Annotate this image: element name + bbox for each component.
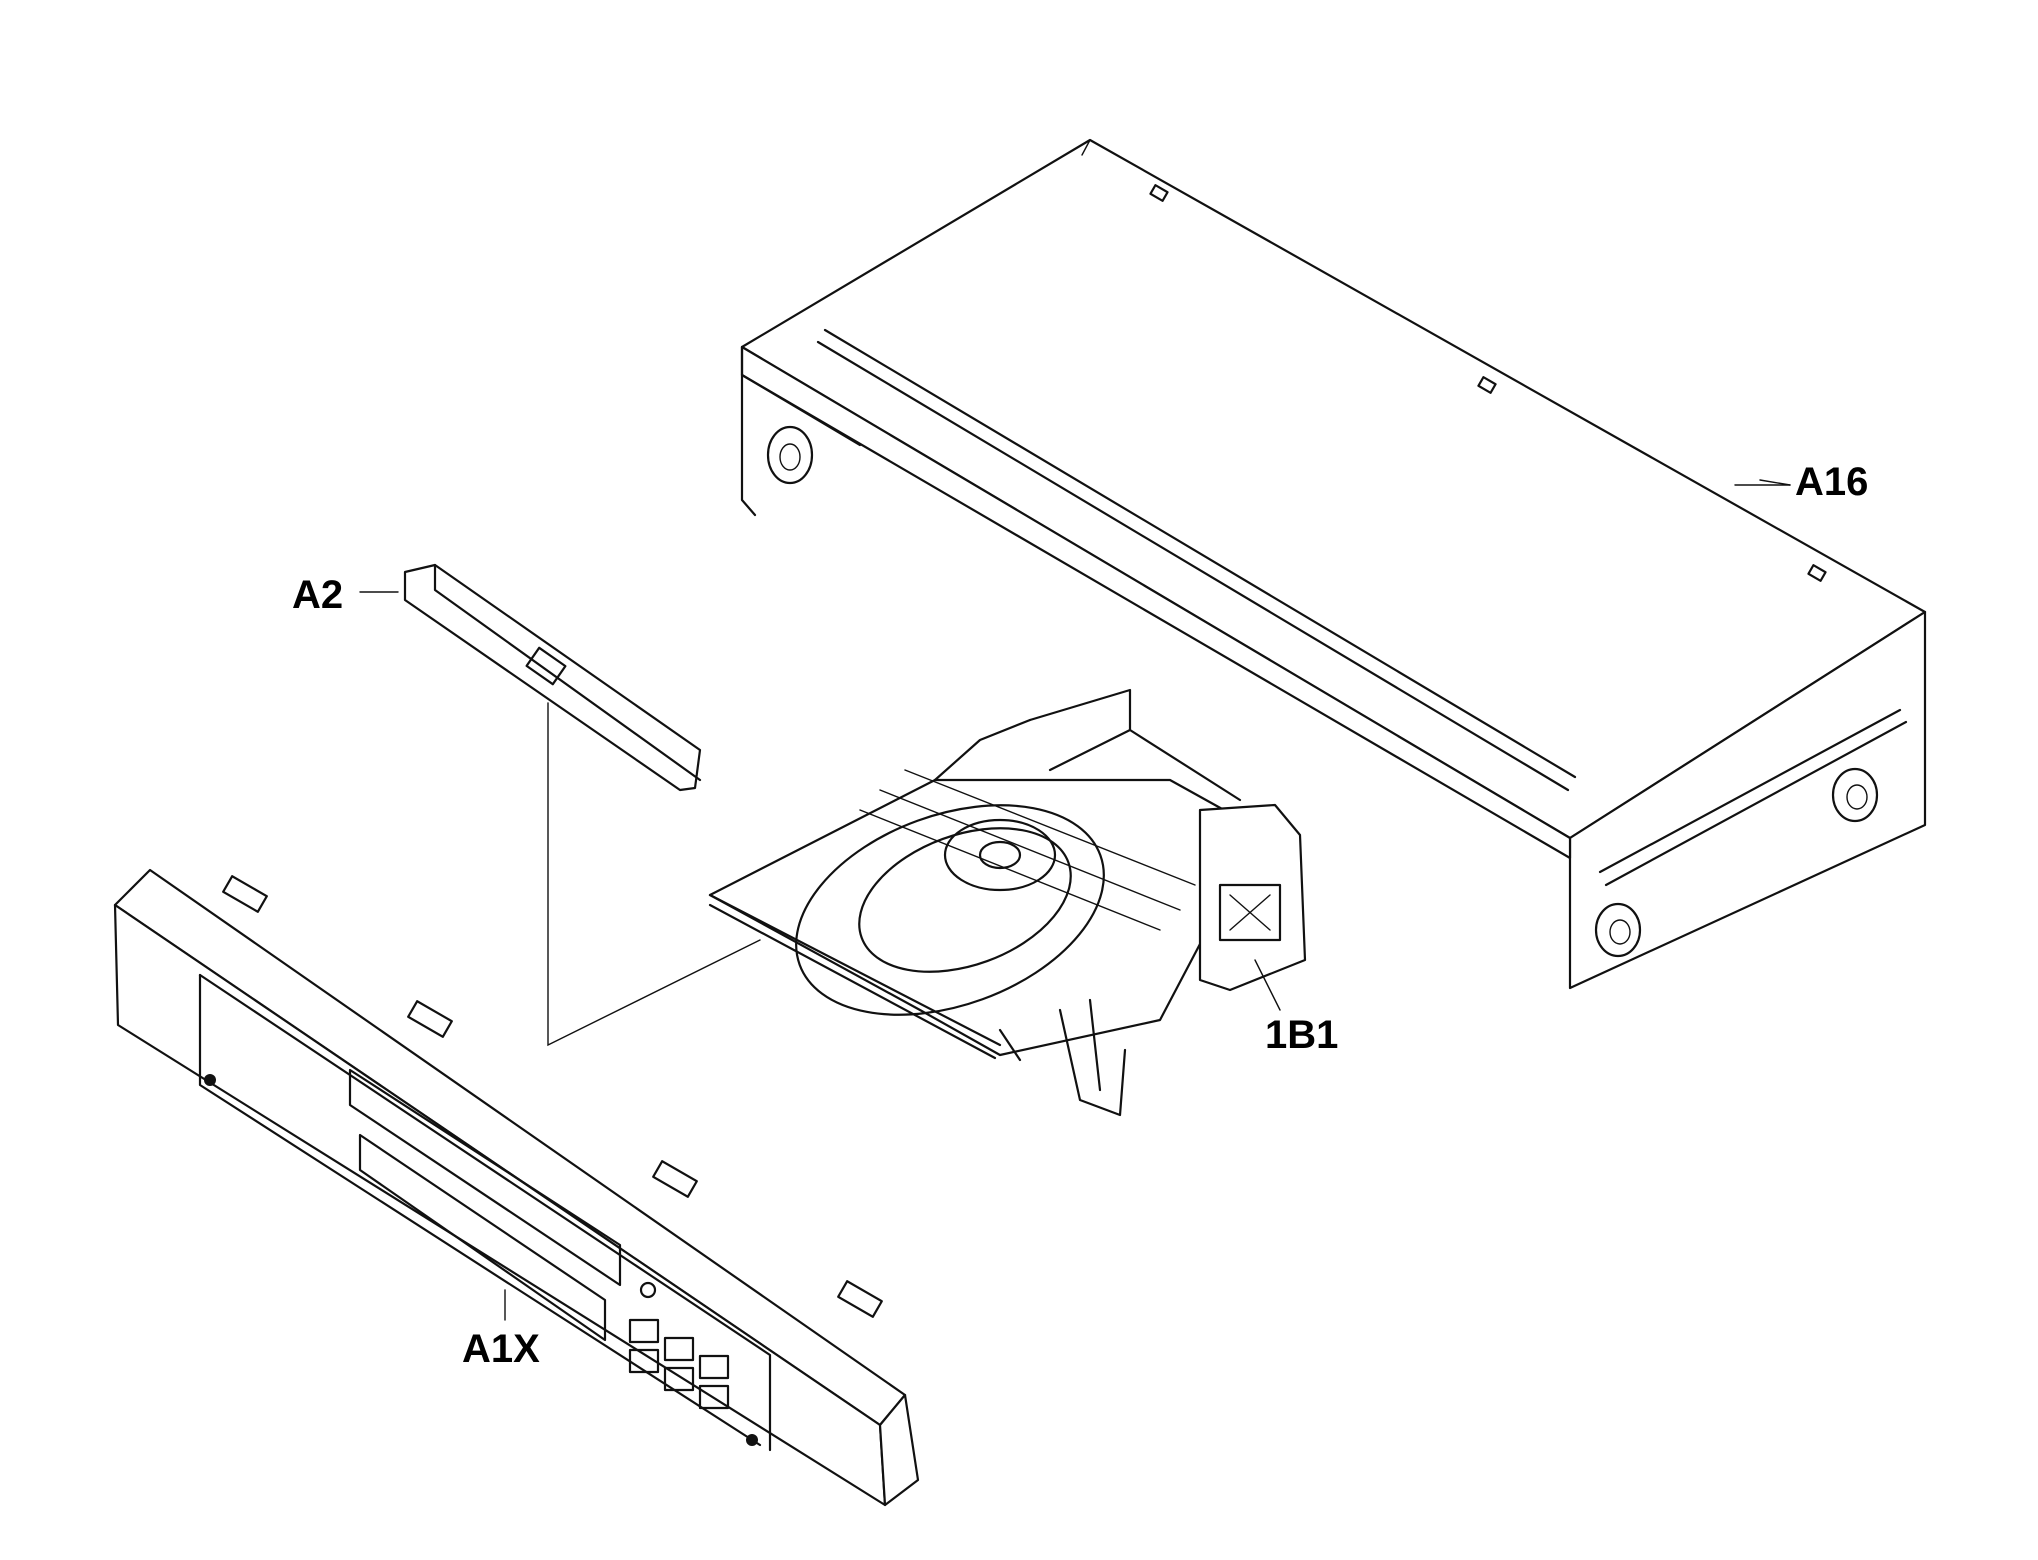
disc-mechanism [708,688,1307,1117]
front-panel [113,868,920,1507]
label-1b1: 1B1 [1265,1013,1338,1057]
label-a1x: A1X [462,1327,540,1371]
label-a2: A2 [292,573,343,617]
label-a16: A16 [1795,460,1868,504]
assembly-leader-lines [547,702,761,1047]
callouts: A16 A2 1B1 A1X [292,460,1868,1371]
top-cover [740,138,1927,990]
leader-1b1 [1254,959,1281,1011]
tray-door [403,563,702,792]
